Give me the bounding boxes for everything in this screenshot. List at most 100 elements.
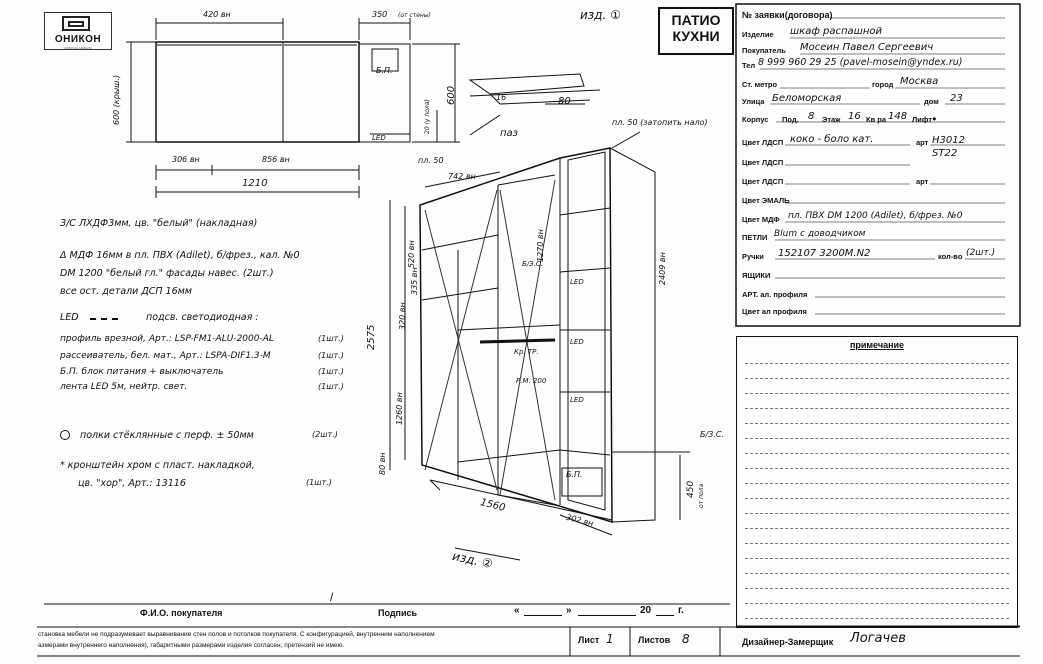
dsp3-label: Цвет ЛДСП	[742, 177, 784, 186]
phone-label: Тел	[742, 61, 756, 70]
iso-pl50-label: пл. 50 (затопить нало)	[612, 118, 708, 127]
dim-306: 306 вн	[172, 155, 200, 164]
pod-value[interactable]: 8	[808, 111, 815, 122]
sheet-label: Лист	[578, 635, 600, 645]
iso-bp-label: Б.П.	[566, 470, 583, 479]
profile-article-label: АРТ. ал. профиля	[742, 290, 808, 299]
designer-value[interactable]: Логачев	[850, 631, 906, 646]
disclaimer-line-2: азмерами внутреннего наполнения), габари…	[38, 642, 345, 649]
sheet-value[interactable]: 1	[606, 632, 614, 646]
city-label: город	[872, 80, 894, 89]
bzs-right-label: Б/З.С.	[700, 430, 724, 439]
notes-title: примечание	[849, 340, 905, 350]
dim-856: 856 вн	[262, 155, 290, 164]
dim-2409: 2409 вн	[658, 252, 667, 285]
disclaimer-line-1: становка мебели не подразумевает выравни…	[38, 631, 435, 638]
hinge-label: ПЕТЛИ	[742, 233, 768, 242]
dim-2575: 2575	[366, 324, 377, 350]
iso-led-2: LED	[570, 338, 584, 346]
spec-line-7-qty: (1шт.)	[318, 367, 344, 376]
house-value[interactable]: 23	[950, 93, 963, 104]
paz-label: паз	[500, 128, 518, 139]
dim-450: 450	[686, 480, 696, 498]
year-prefix: 20	[640, 605, 652, 616]
item-value[interactable]: шкаф распашной	[790, 26, 882, 37]
dim-450-note: от пола	[698, 483, 705, 508]
top-view-niche	[358, 43, 411, 143]
dim-16: 16	[496, 93, 507, 102]
spec-shelf-qty: (2шт.)	[312, 430, 338, 439]
logo-company-name: ОНИКОН	[54, 34, 102, 45]
date-year-field[interactable]	[656, 615, 674, 616]
handle-value[interactable]: 152107 3200M.N2	[778, 248, 871, 259]
dim-80-iso: 80 вн	[378, 452, 387, 475]
date-month-field[interactable]	[578, 615, 636, 616]
top-led-label: LED	[372, 134, 386, 142]
buyer-value[interactable]: Мосеин Павел Сергеевич	[800, 42, 934, 53]
spec-line-6: рассеиватель, бел. мат., Арт.: LSPA-DIF1…	[60, 351, 271, 361]
wardrobe-outline	[419, 147, 613, 524]
art1-value[interactable]: Н3012 ST22	[932, 135, 965, 159]
kr-tr-label: Кр. ТР.	[514, 348, 539, 356]
lift-value[interactable]: ●	[932, 114, 937, 123]
iso-led-3: LED	[570, 396, 584, 404]
date-day-field[interactable]	[524, 615, 562, 616]
top-view-body	[155, 41, 360, 143]
floor-label: Этаж	[822, 115, 841, 124]
flat-value[interactable]: 148	[888, 111, 908, 122]
brand-box: ПАТИО КУХНИ	[658, 7, 734, 55]
spec-led-desc: подсв. светодиодная :	[146, 312, 259, 323]
mdf-value[interactable]: пл. ПВХ DM 1200 (Adilet), б/фрез. №0	[788, 211, 963, 221]
top-pl50-label: пл. 50	[418, 156, 444, 165]
logo-tagline: ФАБРИКА МЕБЕЛИ	[64, 46, 92, 50]
hinge-value[interactable]: Blum с доводчиком	[774, 229, 866, 239]
rm-200-label: Р.М. 200	[516, 377, 547, 385]
dsp2-label: Цвет ЛДСП	[742, 158, 784, 167]
spec-line-8: лента LED 5м, нейтр. свет.	[60, 382, 188, 392]
spec-line-2: Δ МДФ 16мм в пл. ПВХ (Adilet), б/фрез., …	[60, 250, 300, 261]
year-suffix: г.	[678, 605, 684, 616]
brand-line-2: КУХНИ	[672, 28, 720, 44]
city-value[interactable]: Москва	[900, 76, 939, 87]
spec-line-10-qty: (1шт.)	[306, 478, 332, 487]
profile-color-label: Цвет ал профиля	[742, 307, 807, 316]
korpus-label: Корпус	[742, 115, 769, 124]
iso-led-1: LED	[570, 278, 584, 286]
pod-label: Под.	[782, 115, 799, 124]
dim-335: 335 вн	[410, 267, 419, 295]
dim-600-left: 600 (крыш.)	[112, 74, 121, 125]
art3-label: арт	[916, 177, 929, 186]
order-number-label: № заявки(договора)	[742, 10, 833, 20]
dim-1210: 1210	[242, 178, 268, 189]
date-close-quote: »	[566, 605, 572, 616]
glass-shelf-icon	[60, 430, 70, 440]
lift-label: Лифт	[912, 115, 933, 124]
dim-600-right: 600	[446, 85, 457, 105]
phone-value[interactable]: 8 999 960 29 25 (pavel-mosein@yndex.ru)	[758, 57, 963, 68]
mdf-label: Цвет МДФ	[742, 215, 780, 224]
dsp1-label: Цвет ЛДСП	[742, 138, 784, 147]
order-form-frame	[735, 3, 1021, 327]
fio-label: Ф.И.О. покупателя	[140, 608, 223, 618]
dim-350-note: (от стены)	[398, 12, 431, 19]
qty-label: кол-во	[938, 252, 963, 261]
top-bp-label: Б.П.	[376, 66, 393, 75]
item-1-label: изд. ①	[580, 8, 621, 22]
drawers-label: ЯЩИКИ	[742, 271, 771, 280]
art1-label: арт	[916, 138, 929, 147]
floor-value[interactable]: 16	[848, 111, 861, 122]
dim-20: 20 (у пола)	[424, 99, 431, 134]
signature-label: Подпись	[378, 608, 418, 618]
dsp1-value[interactable]: коко - боло кат.	[790, 134, 874, 145]
street-value[interactable]: Беломорская	[772, 93, 842, 104]
sheets-value[interactable]: 8	[682, 632, 690, 646]
spec-line-3: DM 1200 "белый гл." фасады навес. (2шт.)	[60, 268, 274, 279]
spec-line-7: Б.П. блок питания + выключатель	[60, 367, 224, 377]
spec-line-6-qty: (1шт.)	[318, 351, 344, 360]
dim-1260: 1260 вн	[395, 392, 404, 425]
qty-value[interactable]: (2шт.)	[966, 248, 996, 258]
company-logo: ОНИКОН ФАБРИКА МЕБЕЛИ	[44, 12, 112, 50]
designer-label: Дизайнер-Замерщик	[742, 637, 834, 647]
item-label: Изделие	[742, 30, 774, 39]
